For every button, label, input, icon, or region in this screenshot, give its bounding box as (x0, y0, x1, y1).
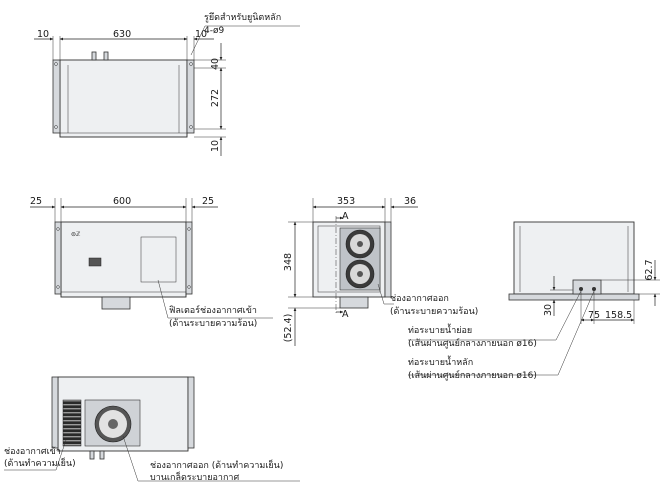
dim-label: 75 (588, 310, 600, 321)
bottom-view: ช่องอากาศเข้า (ด้านทำความเย็น) ช่องอากาศ… (4, 376, 300, 483)
top-view-flange-left (52, 59, 61, 134)
mount-hole (54, 62, 58, 66)
drain-outlet-icon (592, 287, 596, 291)
dim-label: 40 (210, 58, 221, 70)
dim-label: 10 (210, 140, 221, 152)
bottom-view-flange (51, 376, 59, 449)
outlet-sublabel: (ด้านระบายความร้อน) (390, 306, 478, 317)
section-marker: A (342, 211, 349, 222)
top-view: 10 630 10 40 272 10 รูยึดสำหรับยูนิตหลัก… (34, 12, 300, 156)
leader-line (377, 283, 394, 305)
drain-box (572, 279, 602, 295)
dim-label: 158.5 (605, 310, 632, 321)
louver-label: บานเกล็ดระบายอากาศ (150, 470, 239, 483)
dim-label: 36 (404, 196, 416, 207)
front-view: ⊜ℤ 25 600 25 ฟิลเตอร์ช่องอากาศเข้า (ด้าน… (30, 196, 273, 329)
drain-outlet-icon (579, 287, 583, 291)
dim-label: 353 (337, 196, 355, 207)
dim-label: 600 (113, 196, 131, 207)
filter-label: ฟิลเตอร์ช่องอากาศเข้า (169, 304, 257, 316)
dim-label: 30 (543, 304, 554, 316)
mount-hole-spec: 4-ø9 (204, 26, 224, 36)
side-view: A A 353 36 348 (52.4) ช่องอากาศออก (ด้าน… (283, 196, 478, 346)
dim-label: (52.4) (283, 314, 294, 343)
dim-label: 10 (37, 29, 49, 40)
sub-drain-spec: (เส้นผ่านศูนย์กลางภายนอก ø16) (408, 337, 537, 349)
bottom-view-flange (187, 376, 195, 449)
mount-hole-label: รูยึดสำหรับยูนิตหลัก (204, 12, 281, 23)
nameplate (88, 257, 102, 267)
filter-sublabel: (ด้านระบายความร้อน) (169, 318, 257, 329)
leader-line (4, 439, 67, 471)
main-drain-label: ท่อระบายน้ำหลัก (408, 355, 473, 368)
leader-line (122, 435, 300, 482)
leader-line (157, 279, 273, 319)
top-view-pipe-2 (103, 51, 109, 61)
top-view-body (59, 59, 188, 138)
inlet-label: ช่องอากาศเข้า (4, 446, 61, 457)
dim-label: 630 (113, 29, 131, 40)
mount-hole (189, 125, 193, 129)
main-drain-spec: (เส้นผ่านศูนย์กลางภายนอก ø16) (408, 369, 537, 381)
front-view-outlet-duct (101, 296, 131, 310)
mount-hole (189, 62, 193, 66)
inlet-grill (62, 399, 82, 447)
side-view-flange (384, 221, 392, 298)
drain-view-flange (508, 293, 640, 301)
dim-label: 348 (283, 253, 294, 271)
drain-view: 62.7 30 75 158.5 ท่อระบายน้ำย่อย (เส้นผ่… (408, 221, 660, 381)
leader-line (408, 290, 582, 341)
section-marker: A (342, 309, 349, 320)
leader-line (408, 290, 595, 376)
outlet-label: ช่องอากาศออก (ด้านทำความเย็น) (150, 458, 283, 471)
top-view-pipe-1 (91, 51, 97, 61)
side-view-duct (339, 296, 369, 309)
leader-line (190, 25, 300, 56)
sub-drain-label: ท่อระบายน้ำย่อย (408, 323, 472, 336)
front-view-flange-left (54, 221, 62, 295)
dim-label: 272 (210, 89, 221, 107)
top-view-flange-right (186, 59, 195, 134)
dim-label: 25 (202, 196, 214, 207)
dim-label: 25 (30, 196, 42, 207)
front-view-flange-right (185, 221, 193, 295)
front-view-body (60, 221, 187, 298)
outlet-label: ช่องอากาศออก (390, 294, 449, 304)
inlet-sublabel: (ด้านทำความเย็น) (4, 456, 76, 469)
brand-logo: ⊜ℤ (71, 231, 81, 238)
top-view-base (59, 132, 188, 138)
dim-label: 62.7 (644, 259, 655, 280)
mount-hole (54, 125, 58, 129)
